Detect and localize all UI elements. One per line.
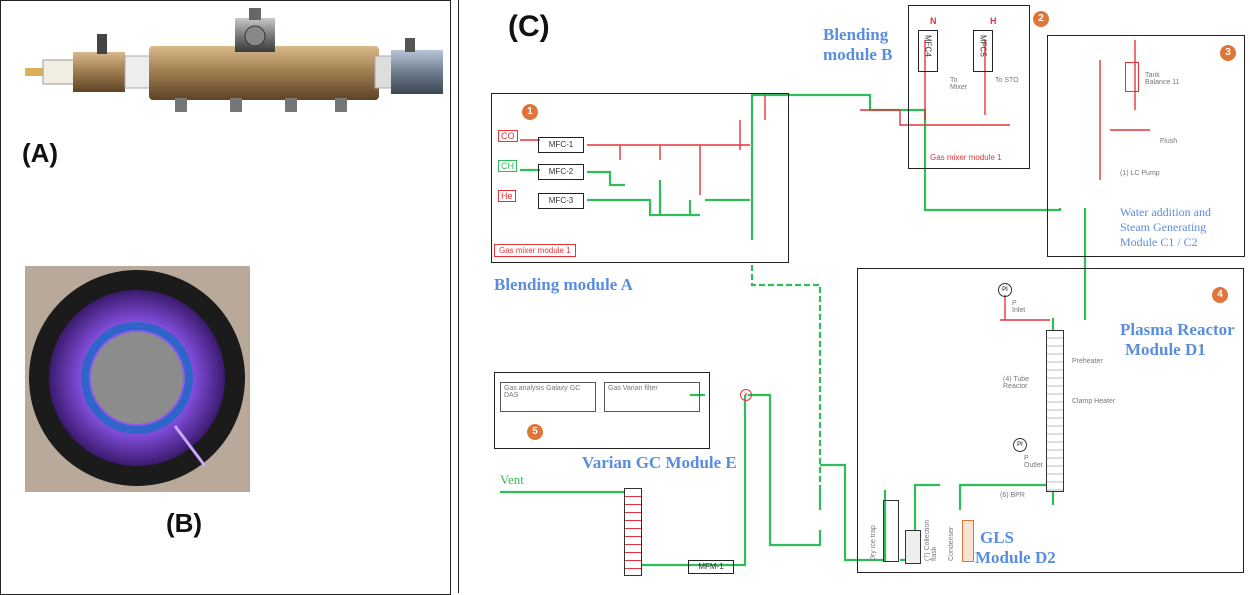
collection-flask-label: (7) Collection flask	[924, 505, 938, 561]
p-inlet-label: P Inlet	[1012, 300, 1028, 314]
mfc-4: MFC4	[918, 30, 938, 72]
mfc-3: MFC-3	[538, 193, 584, 209]
mfc-4-label: MFC4	[924, 35, 933, 57]
condenser-label: Condenser	[948, 515, 955, 561]
lc-pump-label: (1) LC Pump	[1120, 170, 1160, 177]
pressure-outlet-pi: PI	[1017, 442, 1023, 448]
dry-ice-trap-label: Dry ice trap	[870, 505, 877, 561]
bpr-label: (6) BPR	[1000, 492, 1025, 499]
gls-module-label-1: GLS	[980, 528, 1014, 547]
blending-module-a-box	[491, 93, 789, 263]
tube-reactor-label: (4) Tube Reactor	[1003, 376, 1043, 390]
gas-h2-label: H	[990, 16, 997, 26]
mfc-2: MFC-2	[538, 164, 584, 180]
flush-label: Flush	[1160, 138, 1177, 145]
condenser	[962, 520, 974, 562]
p-outlet-label: P Outlet	[1024, 455, 1042, 469]
badge-1: 1	[522, 104, 538, 120]
tube-reactor	[1046, 330, 1064, 492]
plasma-module-label-2: Module D1	[1125, 340, 1206, 359]
vent-stack	[624, 488, 642, 576]
plasma-module-label-1: Plasma Reactor	[1120, 320, 1235, 339]
gas-filter-box: Gas Varian filter	[604, 382, 700, 412]
dry-ice-trap	[883, 500, 899, 562]
blending-module-a-label: Blending module A	[494, 275, 633, 294]
blending-module-b-label-2: module B	[823, 45, 892, 64]
preheater-label: Preheater	[1072, 358, 1103, 365]
gas-mixer-label-a: Gas mixer module 1	[494, 244, 576, 257]
badge-3: 3	[1220, 45, 1236, 61]
water-module-label-2: Steam Generating	[1120, 220, 1206, 234]
collection-flask	[905, 530, 921, 564]
vent-label: Vent	[500, 472, 524, 488]
gas-analysis-label: Gas analysis Galaxy GC DAS	[501, 383, 595, 401]
pressure-outlet-gauge: PI	[1013, 438, 1027, 452]
mfc-5-label: MFC5	[979, 35, 988, 57]
to-mixer-label: To Mixer	[950, 77, 974, 91]
badge-5: 5	[527, 424, 543, 440]
gas-mixer-label-b: Gas mixer module 1	[930, 153, 1002, 162]
gc-module-label: Varian GC Module E	[582, 453, 737, 472]
gas-inlet-co: CO	[498, 130, 518, 142]
mfc-5: MFC5	[973, 30, 993, 72]
gc-valve: ×	[740, 389, 752, 401]
badge-2: 2	[1033, 11, 1049, 27]
clamp-heater-label: Clamp Heater	[1072, 398, 1115, 405]
gas-analysis-box: Gas analysis Galaxy GC DAS	[500, 382, 596, 412]
blending-module-b-label-1: Blending	[823, 25, 888, 44]
water-module-label-1: Water addition and	[1120, 205, 1211, 219]
tank-vessel	[1125, 62, 1139, 92]
gls-module-label-2: Module D2	[975, 548, 1056, 567]
pressure-inlet-pi: PI	[1002, 287, 1008, 293]
pressure-inlet-gauge: PI	[998, 283, 1012, 297]
mfc-1: MFC-1	[538, 137, 584, 153]
tank-label: Tank Balance 11	[1145, 72, 1187, 86]
gas-inlet-ch: CH	[498, 160, 517, 172]
mfm-1: MFM-1	[688, 560, 734, 574]
gas-filter-label: Gas Varian filter	[605, 383, 699, 394]
water-module-label-3: Module C1 / C2	[1120, 235, 1198, 249]
gas-inlet-he: He	[498, 190, 516, 202]
to-sto-label: To STO	[995, 77, 1019, 84]
badge-4: 4	[1212, 287, 1228, 303]
gas-n2-label: N	[930, 16, 937, 26]
